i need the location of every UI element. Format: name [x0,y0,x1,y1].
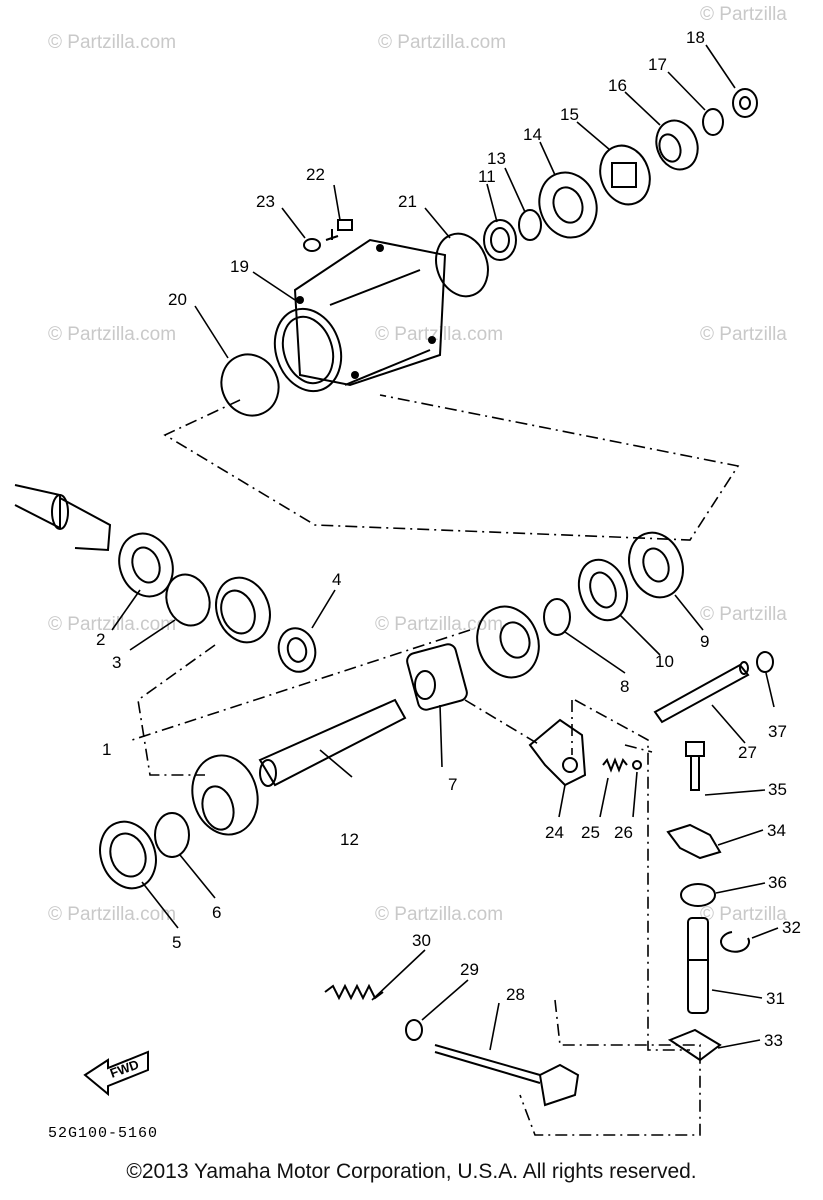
callout-7: 7 [448,775,457,794]
callout-1: 1 [102,740,111,759]
callout-10: 10 [655,652,674,671]
spring [602,757,628,773]
callouts: 1 2 3 4 5 6 7 8 9 10 11 12 13 14 15 16 1… [96,28,801,1050]
bearing [628,531,684,599]
coupling-gear [655,119,699,171]
nut [405,1019,423,1041]
shift-fork [528,718,587,787]
callout-15: 15 [560,105,579,124]
callout-31: 31 [766,989,785,1008]
watermark: © Partzilla.com [375,324,503,345]
shift-lever [667,1028,722,1062]
shift-rod [434,1044,580,1107]
callout-12: 12 [340,830,359,849]
o-ring [165,573,211,627]
watermark: © Partzilla.com [48,904,176,925]
shim [543,598,571,636]
shift-lever-shaft [687,917,709,1014]
bevel-gear [476,605,540,679]
shim [154,812,190,858]
circlip [720,931,751,953]
nut [732,88,758,118]
watermark: © Partzilla.com [48,32,176,53]
watermark: © Partzilla.com [375,614,503,635]
o-ring [435,232,489,298]
callout-25: 25 [581,823,600,842]
washer [702,108,724,136]
callout-35: 35 [768,780,787,799]
bearing-retainer [577,558,629,622]
callout-21: 21 [398,192,417,211]
assembly-lines [131,394,740,1136]
o-ring [220,353,280,417]
diagram-number: 52G100-5160 [48,1125,158,1140]
watermark: © Partzilla [700,324,787,345]
callout-30: 30 [412,931,431,950]
callout-9: 9 [700,632,709,651]
circlip [756,651,774,673]
washer [303,238,321,252]
callout-6: 6 [212,903,221,922]
callout-18: 18 [686,28,705,47]
ball [632,760,642,770]
callout-3: 3 [112,653,121,672]
callout-8: 8 [620,677,629,696]
watermark: © Partzilla [700,604,787,625]
callout-28: 28 [506,985,525,1004]
callout-23: 23 [256,192,275,211]
callout-24: 24 [545,823,564,842]
callout-5: 5 [172,933,181,952]
ring-gear [215,576,271,644]
drive-shaft [14,484,112,552]
washer [518,209,542,241]
callout-32: 32 [782,918,801,937]
watermark: © Partzilla [700,4,787,25]
bearing-retainer [599,144,651,206]
callout-26: 26 [614,823,633,842]
bearing [118,532,174,598]
watermark: © Partzilla [700,904,787,925]
watermark: © Partzilla.com [48,324,176,345]
callout-11: 11 [478,167,496,186]
bearing [99,820,157,890]
bevel-gear-housing [273,238,447,393]
callout-20: 20 [168,290,187,309]
watermark: © Partzilla.com [378,32,506,53]
bearing [538,171,598,239]
parts-diagram: © Partzilla.com © Partzilla.com © Partzi… [14,4,801,1140]
nut [277,627,317,673]
leader-lines [111,44,779,1051]
fwd-arrow-icon: FWD [83,1050,149,1097]
secondary-shaft [258,698,407,787]
callout-2: 2 [96,630,105,649]
callout-22: 22 [306,165,325,184]
callout-4: 4 [332,570,341,589]
bolt [325,219,353,241]
callout-34: 34 [767,821,786,840]
callout-29: 29 [460,960,479,979]
watermark: © Partzilla.com [48,614,176,635]
callout-19: 19 [230,257,249,276]
drive-gear [191,754,259,836]
callout-27: 27 [738,743,757,762]
ring-nut [483,219,517,261]
callout-33: 33 [764,1031,783,1050]
callout-17: 17 [648,55,667,74]
watermark: © Partzilla.com [375,904,503,925]
bolt [685,741,705,791]
callout-14: 14 [523,125,542,144]
callout-13: 13 [487,149,506,168]
bracket [666,823,722,860]
shift-shaft [653,661,750,724]
spring [324,983,384,1001]
copyright-notice: ©2013 Yamaha Motor Corporation, U.S.A. A… [126,1160,697,1183]
dog-clutch [406,643,468,711]
callout-16: 16 [608,76,627,95]
fwd-label: FWD [108,1057,141,1081]
callout-37: 37 [768,722,787,741]
oil-seal [680,883,716,907]
callout-36: 36 [768,873,787,892]
